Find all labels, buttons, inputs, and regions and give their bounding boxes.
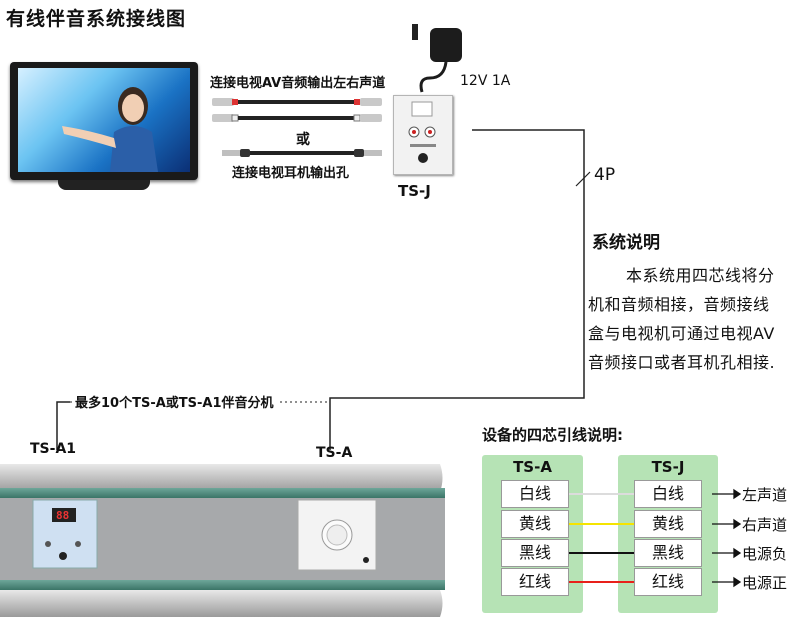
tv-screen [18,68,190,172]
ts-a-wire-yellow: 黄线 [501,510,569,538]
system-line-4: 音频接口或者耳机孔相接. [588,353,776,372]
system-line-3: 盒与电视机可通过电视AV [588,324,775,343]
ts-j-wire-red: 红线 [634,568,702,596]
av-connect-label: 连接电视AV音频输出左右声道 [210,76,386,91]
ts-a-wire-white: 白线 [501,480,569,508]
ts-a-column-header: TS-A [513,458,552,476]
ts-a1-label: TS-A1 [30,441,77,457]
rca-cables-icon [212,98,382,122]
ts-a-wire-red: 红线 [501,568,569,596]
tsj-junction-box [393,95,453,175]
page-title: 有线伴音系统接线图 [6,8,187,30]
power-adapter-icon [412,24,462,93]
earphone-cable-icon [222,149,382,157]
tv-presenter-graphic [62,87,158,172]
ts-j-column-header: TS-J [651,458,685,476]
headwall-graphic [0,464,445,617]
ts-j-wire-white: 白线 [634,480,702,508]
television-image [10,62,200,190]
function-right-channel: 右声道 [742,516,788,534]
function-left-channel: 左声道 [742,486,788,504]
max-units-label: 最多10个TS-A或TS-A1伴音分机 [72,392,277,411]
ts-a-wire-black: 黑线 [501,539,569,567]
ts-a1-display: 88 [56,509,70,522]
ts-a-label: TS-A [316,445,353,461]
wiring-heading: 设备的四芯引线说明: [482,426,623,444]
power-label: 12V 1A [460,73,511,89]
ts-j-wire-yellow: 黄线 [634,510,702,538]
tsj-label: TS-J [398,182,431,200]
tv-stand [58,180,150,190]
ts-j-wire-black: 黑线 [634,539,702,567]
function-power-positive: 电源正 [742,574,788,592]
tv-frame [10,62,198,180]
bed-headwall-panel: 88 [0,460,445,617]
wire-4p-label: 4P [594,165,616,185]
system-line-2: 机和音频相接，音频接线 [588,295,770,314]
or-label: 或 [296,132,310,148]
tsj-panel-icon [408,101,436,163]
system-line-1: 本系统用四芯线将分 [626,266,775,285]
system-heading: 系统说明 [592,233,660,253]
function-power-negative: 电源负 [742,545,788,563]
earphone-connect-label: 连接电视耳机输出孔 [232,166,350,181]
